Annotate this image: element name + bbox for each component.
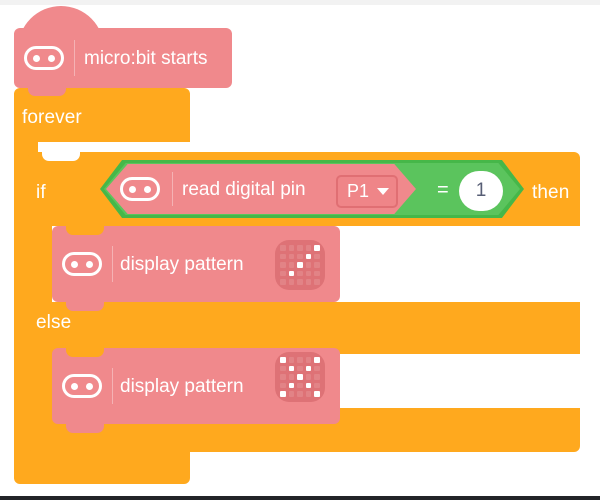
led-pixel-1-0[interactable] — [280, 365, 286, 372]
led-pixel-0-2[interactable] — [297, 357, 303, 363]
led-pixel-2-4[interactable] — [314, 262, 320, 268]
led-pixel-1-1[interactable] — [288, 365, 295, 372]
led-pixel-3-2[interactable] — [297, 270, 303, 277]
led-pixel-0-0[interactable] — [280, 245, 286, 251]
led-pixel-1-3[interactable] — [305, 253, 312, 260]
led-pixel-0-4[interactable] — [314, 357, 320, 363]
led-pixel-3-0[interactable] — [280, 270, 286, 277]
statement-top-notch — [66, 226, 104, 235]
read-digital-pin-label: read digital pin — [182, 179, 306, 200]
equals-operator-label: = — [437, 179, 449, 201]
else-label: else — [36, 312, 72, 333]
if-block-else-bar[interactable] — [28, 302, 580, 354]
bottom-border — [0, 496, 600, 500]
led-pattern-matrix-then[interactable] — [275, 240, 325, 290]
led-pixel-1-3[interactable] — [305, 365, 312, 372]
display-pattern-label-else: display pattern — [120, 376, 244, 397]
led-pixel-2-2[interactable] — [297, 374, 303, 380]
reporter-divider — [172, 172, 173, 206]
display-pattern-label-then: display pattern — [120, 254, 244, 275]
hat-block-bottom-notch — [28, 87, 66, 96]
led-pixel-1-1[interactable] — [288, 253, 295, 260]
led-pattern-matrix-else[interactable] — [275, 352, 325, 402]
led-pixel-1-2[interactable] — [297, 253, 303, 260]
led-pixel-1-2[interactable] — [297, 365, 303, 372]
led-pixel-3-1[interactable] — [288, 382, 295, 389]
led-pixel-0-1[interactable] — [288, 357, 295, 363]
led-pixel-4-4[interactable] — [314, 391, 320, 397]
forever-block-top[interactable] — [14, 88, 190, 142]
led-pixel-3-3[interactable] — [305, 270, 312, 277]
forever-block-bottom[interactable] — [14, 450, 190, 484]
if-bottom-notch — [42, 452, 80, 461]
led-pixel-4-2[interactable] — [297, 391, 303, 397]
led-pixel-0-3[interactable] — [305, 357, 312, 363]
statement-bottom-notch — [66, 302, 104, 311]
microbit-starts-label: micro:bit starts — [84, 48, 208, 69]
hat-divider — [74, 40, 75, 76]
led-pixel-0-1[interactable] — [288, 245, 295, 251]
then-label: then — [532, 182, 570, 203]
led-pixel-2-0[interactable] — [280, 374, 286, 380]
forever-label: forever — [22, 107, 82, 128]
led-pixel-2-1[interactable] — [288, 262, 295, 268]
compare-value-input[interactable]: 1 — [459, 171, 503, 211]
led-pixel-2-3[interactable] — [305, 262, 312, 268]
microbit-face-icon — [120, 177, 160, 201]
led-pixel-4-1[interactable] — [288, 279, 295, 285]
if-block-left-spine-then[interactable] — [28, 226, 52, 302]
led-pixel-4-2[interactable] — [297, 279, 303, 285]
led-pixel-2-1[interactable] — [288, 374, 295, 380]
led-pixel-1-4[interactable] — [314, 253, 320, 260]
top-strip — [0, 0, 600, 5]
led-pixel-2-0[interactable] — [280, 262, 286, 268]
microbit-face-icon — [62, 374, 102, 398]
led-pixel-3-1[interactable] — [288, 270, 295, 277]
microbit-starts-hat-block[interactable] — [14, 6, 232, 96]
hat-block-bump — [18, 6, 104, 50]
statement-top-notch — [66, 348, 104, 357]
led-pixel-3-2[interactable] — [297, 382, 303, 389]
led-pixel-0-0[interactable] — [280, 357, 286, 363]
led-pixel-1-0[interactable] — [280, 253, 286, 260]
led-pixel-4-3[interactable] — [305, 391, 312, 397]
led-pixel-4-0[interactable] — [280, 279, 286, 285]
if-block-left-spine-else[interactable] — [28, 354, 52, 408]
if-top-notch — [42, 152, 80, 161]
if-label: if — [36, 182, 46, 203]
microbit-face-icon — [24, 46, 64, 70]
chevron-down-icon — [377, 188, 390, 195]
pin-dropdown-value: P1 — [347, 181, 370, 201]
microbit-face-icon — [62, 252, 102, 276]
led-pixel-4-0[interactable] — [280, 391, 286, 397]
led-pixel-2-4[interactable] — [314, 374, 320, 380]
statement-divider — [112, 246, 113, 282]
led-pixel-2-2[interactable] — [297, 262, 303, 268]
led-pixel-0-3[interactable] — [305, 245, 312, 251]
led-pixel-1-4[interactable] — [314, 365, 320, 372]
statement-divider — [112, 368, 113, 404]
led-pixel-0-4[interactable] — [314, 245, 320, 251]
led-pixel-3-4[interactable] — [314, 382, 320, 389]
led-pixel-4-4[interactable] — [314, 279, 320, 285]
led-pixel-2-3[interactable] — [305, 374, 312, 380]
led-pixel-0-2[interactable] — [297, 245, 303, 251]
led-pixel-4-1[interactable] — [288, 391, 295, 397]
pin-dropdown[interactable]: P1 — [336, 175, 398, 208]
led-pixel-3-0[interactable] — [280, 382, 286, 389]
led-pixel-4-3[interactable] — [305, 279, 312, 285]
statement-bottom-notch — [66, 424, 104, 433]
compare-value-text: 1 — [475, 180, 487, 201]
led-pixel-3-3[interactable] — [305, 382, 312, 389]
led-pixel-3-4[interactable] — [314, 270, 320, 277]
